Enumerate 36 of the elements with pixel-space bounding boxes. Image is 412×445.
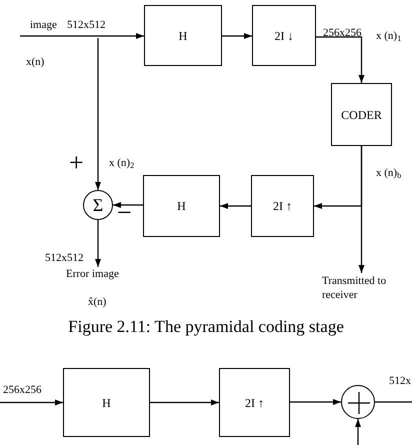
arrow	[290, 399, 341, 405]
signal-label: 256x256	[323, 26, 362, 41]
process-box: H	[143, 175, 220, 237]
process-box: 2I ↑	[251, 175, 314, 237]
process-box: 2I ↓	[252, 5, 316, 66]
arrow	[150, 400, 219, 406]
text-label: Transmitted to receiver	[322, 275, 400, 305]
arrow	[316, 36, 364, 83]
arrow	[20, 33, 144, 39]
process-box: H	[63, 368, 150, 437]
signal-label: 512x512	[45, 251, 84, 266]
signal-label: 512x	[389, 374, 411, 389]
arrow	[314, 146, 362, 209]
arrow	[113, 202, 143, 208]
signal-label: x(n)	[26, 55, 44, 70]
arrow	[0, 400, 63, 406]
text-label: Error image	[66, 268, 138, 283]
signal-label: +	[69, 150, 84, 176]
figure-caption: Figure 2.11: The pyramidal coding stage	[67, 316, 345, 338]
process-box: CODER	[331, 83, 392, 146]
arrow	[95, 38, 101, 190]
signal-label: x (n)$_{2}$	[109, 156, 134, 172]
process-box: H	[144, 5, 222, 66]
signal-label: x (n)$_{1}$	[376, 29, 402, 44]
arrow	[220, 203, 251, 209]
arrow	[222, 33, 252, 39]
arrow	[95, 220, 101, 267]
signal-label: −	[117, 200, 132, 226]
signal-label: 512x512	[67, 18, 106, 33]
signal-label: x̂(n)	[88, 295, 106, 310]
process-box: 2I ↑	[219, 368, 290, 437]
signal-label: 256x256	[3, 383, 42, 398]
arrow	[355, 419, 361, 445]
signal-label: x (n)$_{b}$	[376, 166, 402, 182]
summing-junction: Σ	[83, 190, 113, 220]
signal-label: image	[30, 18, 57, 33]
